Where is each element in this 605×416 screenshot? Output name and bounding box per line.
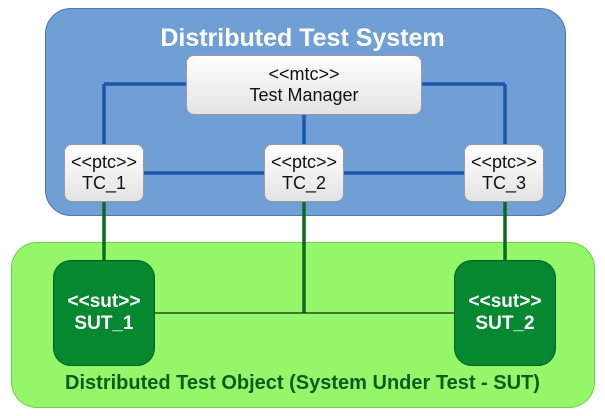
ptc-node-tc1: <<ptc>> TC_1 [64, 144, 144, 202]
sut-node-sut1: <<sut>> SUT_1 [53, 260, 155, 366]
mtc-stereotype: <<mtc>> [268, 64, 340, 85]
ptc-stereotype: <<ptc>> [470, 152, 538, 173]
sut-stereotype: <<sut>> [67, 291, 141, 313]
sut-node-sut2: <<sut>> SUT_2 [454, 260, 556, 366]
sut-label: SUT_2 [475, 313, 535, 334]
sut-label: SUT_1 [74, 313, 134, 334]
object-title: Distributed Test Object (System Under Te… [65, 372, 540, 394]
system-title: Distributed Test System [160, 24, 445, 52]
mtc-label: Test Manager [249, 85, 359, 105]
ptc-label: TC_3 [481, 173, 526, 193]
sut-stereotype: <<sut>> [468, 291, 542, 313]
ptc-stereotype: <<ptc>> [270, 152, 338, 173]
ptc-label: TC_2 [281, 173, 326, 193]
ptc-stereotype: <<ptc>> [70, 152, 138, 173]
ptc-label: TC_1 [81, 173, 126, 193]
mtc-test-manager-node: <<mtc>> Test Manager [186, 55, 422, 115]
ptc-node-tc2: <<ptc>> TC_2 [264, 144, 344, 202]
ptc-node-tc3: <<ptc>> TC_3 [464, 144, 544, 202]
